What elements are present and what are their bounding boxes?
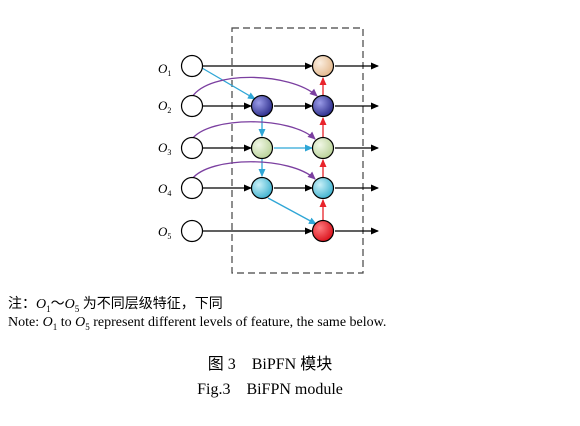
node-o2-input [180,94,204,118]
skip-o3-in-to-out [191,121,316,140]
edge-o4-mid-to-o5-out [267,197,317,225]
input-label-o5: O5 [158,224,171,241]
node-o5-output [311,219,335,243]
figure-caption-english: Fig.3 BiFPN module [197,381,343,398]
skip-o2-in-to-out [191,76,318,98]
figure-caption-chinese: 图 3 BiPFN 模块 [207,356,333,373]
node-o3-output [311,136,335,160]
input-label-o2: O2 [158,98,171,115]
input-label-o4: O4 [158,181,171,198]
node-o5-input [180,219,204,243]
input-label-o3: O3 [158,140,171,157]
node-o4-mid [250,176,274,200]
node-o1-output [311,54,335,78]
input-label-o1: O1 [158,61,171,78]
node-o2-output [311,94,335,118]
node-o1-input [180,54,204,78]
skip-o4-in-to-out [191,161,316,180]
node-o3-mid [250,136,274,160]
node-o4-output [311,176,335,200]
node-o2-mid [250,94,274,118]
node-o4-input [180,176,204,200]
bifpn-diagram: O1 O2 O3 O4 O5 [158,27,379,274]
dashed-box [231,27,364,274]
node-o3-input [180,136,204,160]
edge-o1-to-o2-mid [201,67,256,100]
note-chinese: 注：O1～O5 为不同层级特征，下同 [8,297,223,314]
note-english: Note: O1 to O5 represent different level… [8,315,387,332]
